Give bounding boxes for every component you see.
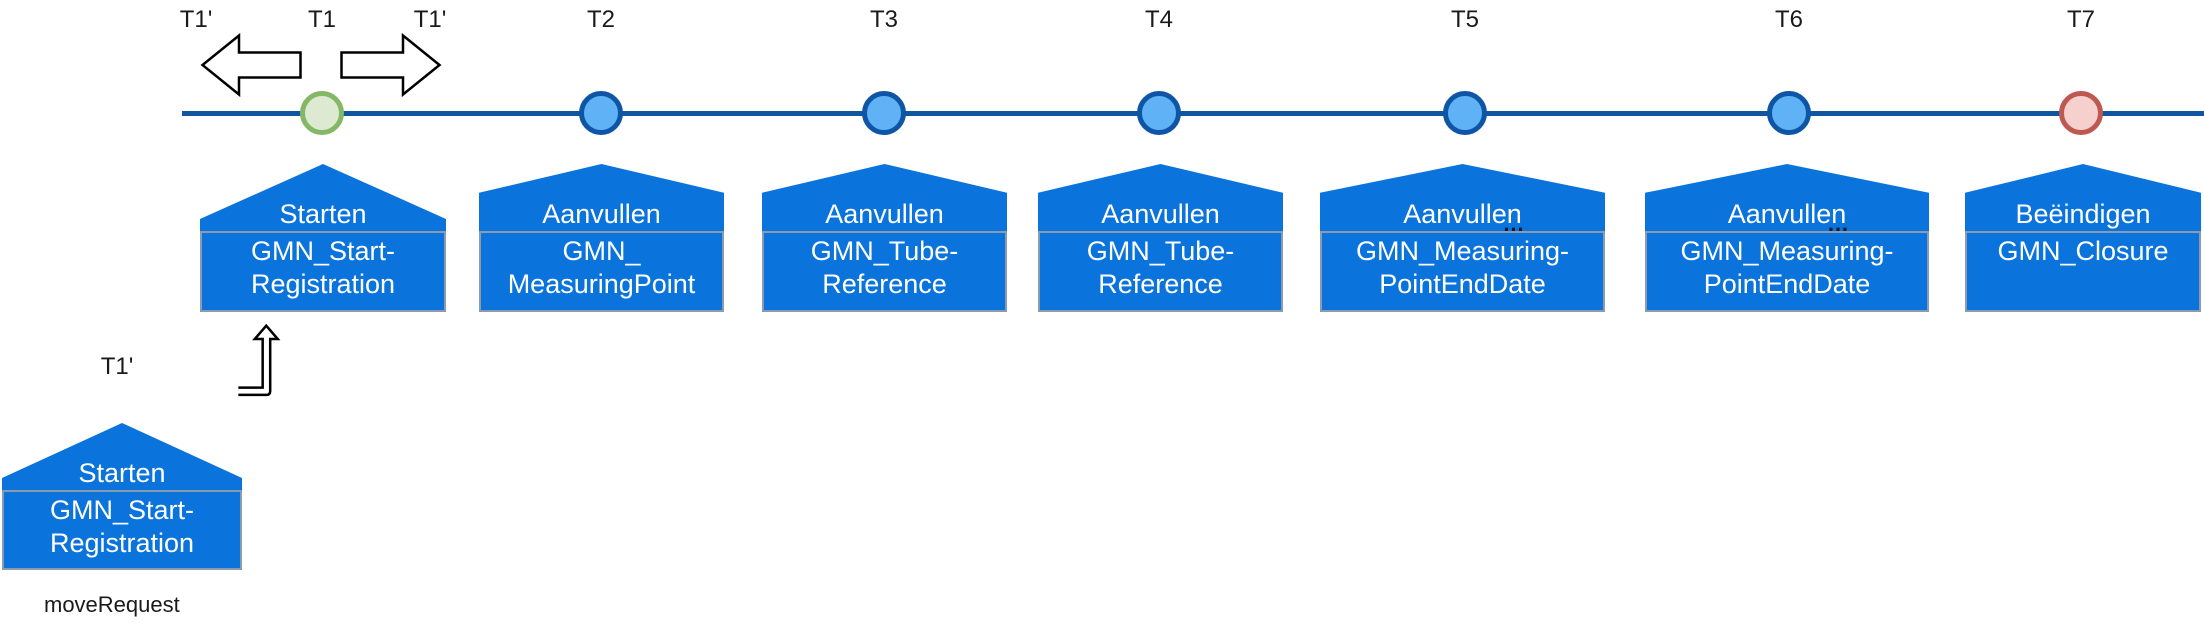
object-box: GMN_Tube- Reference bbox=[1038, 231, 1283, 312]
object-name-line1: GMN_Tube- bbox=[1086, 236, 1235, 266]
object-box: GMN_Measuring- PointEndDate bbox=[1645, 231, 1929, 312]
t1-prime-right-label: T1' bbox=[413, 6, 447, 33]
detached-object-name-line1: GMN_Start- bbox=[49, 495, 195, 525]
object-box: GMN_Tube- Reference bbox=[762, 231, 1007, 312]
action-roof: Aanvullen bbox=[1038, 164, 1283, 231]
transition-circle-t7 bbox=[2059, 91, 2103, 135]
object-name-line2: Reference bbox=[1098, 269, 1223, 299]
time-label-t1: T1 bbox=[307, 6, 336, 33]
action-roof: Aanvullen … bbox=[1320, 164, 1605, 231]
object-box: GMN_Measuring- PointEndDate bbox=[1320, 231, 1605, 312]
detached-action-label: Starten bbox=[78, 458, 166, 488]
move-request-arrow-icon bbox=[238, 302, 362, 522]
t1-prime-left-label: T1' bbox=[179, 6, 213, 33]
detached-phase-box: Starten GMN_Start- Registration bbox=[2, 423, 242, 570]
time-label-t7: T7 bbox=[2066, 6, 2095, 33]
transition-circle-t5 bbox=[1443, 91, 1487, 135]
ellipsis-marker: … bbox=[1827, 211, 1850, 236]
object-name-line1: GMN_ bbox=[562, 236, 641, 266]
transition-circle-t3 bbox=[862, 91, 906, 135]
action-roof: Aanvullen bbox=[479, 164, 724, 231]
phase-box-t2: Aanvullen GMN_ MeasuringPoint bbox=[479, 164, 724, 312]
object-name-line2: PointEndDate bbox=[1703, 269, 1871, 299]
object-name-line2: Reference bbox=[822, 269, 947, 299]
action-roof: Aanvullen … bbox=[1645, 164, 1929, 231]
phase-box-t4: Aanvullen GMN_Tube- Reference bbox=[1038, 164, 1283, 312]
ellipsis-marker: … bbox=[1502, 211, 1526, 236]
object-name-line2: Registration bbox=[250, 269, 396, 299]
move-right-arrow-icon bbox=[340, 33, 442, 97]
object-name-line1: GMN_Tube- bbox=[810, 236, 959, 266]
phase-box-t5: Aanvullen … GMN_Measuring- PointEndDate bbox=[1320, 164, 1605, 312]
time-label-t4: T4 bbox=[1144, 6, 1173, 33]
object-box: GMN_Start- Registration bbox=[200, 231, 446, 312]
object-box: GMN_ MeasuringPoint bbox=[479, 231, 724, 312]
move-request-caption: moveRequest bbox=[44, 592, 180, 617]
transition-circle-t1 bbox=[300, 91, 344, 135]
action-label: Aanvullen bbox=[1727, 199, 1847, 229]
object-name-line1: GMN_Measuring- bbox=[1355, 236, 1570, 266]
action-roof: Aanvullen bbox=[762, 164, 1007, 231]
action-label: Aanvullen bbox=[542, 199, 661, 229]
time-label-t5: T5 bbox=[1450, 6, 1479, 33]
t1-prime-detached-label: T1' bbox=[100, 353, 134, 380]
action-label: Aanvullen bbox=[825, 199, 944, 229]
object-box: GMN_Closure bbox=[1965, 231, 2201, 312]
phase-box-t7: Beëindigen GMN_Closure bbox=[1965, 164, 2201, 312]
action-label: Aanvullen bbox=[1101, 199, 1220, 229]
transition-circle-t6 bbox=[1767, 91, 1811, 135]
transition-circle-t4 bbox=[1137, 91, 1181, 135]
time-label-t6: T6 bbox=[1774, 6, 1803, 33]
action-label: Beëindigen bbox=[2015, 199, 2151, 229]
action-label: Aanvullen bbox=[1403, 199, 1522, 229]
action-roof: Beëindigen bbox=[1965, 164, 2201, 231]
phase-box-t6: Aanvullen … GMN_Measuring- PointEndDate bbox=[1645, 164, 1929, 312]
transition-circle-t2 bbox=[579, 91, 623, 135]
action-roof: Starten bbox=[200, 164, 446, 231]
detached-object-name-line2: Registration bbox=[49, 528, 195, 558]
move-left-arrow-icon bbox=[200, 33, 302, 97]
detached-action-roof: Starten bbox=[2, 423, 242, 490]
detached-object-box: GMN_Start- Registration bbox=[2, 490, 242, 570]
object-name-line2: PointEndDate bbox=[1379, 269, 1546, 299]
phase-box-t1: Starten GMN_Start- Registration bbox=[200, 164, 446, 312]
object-name-line1: GMN_Measuring- bbox=[1680, 236, 1894, 266]
time-label-t2: T2 bbox=[586, 6, 615, 33]
object-name-line1: GMN_Start- bbox=[250, 236, 396, 266]
timeline-axis bbox=[182, 111, 2204, 116]
phase-box-t3: Aanvullen GMN_Tube- Reference bbox=[762, 164, 1007, 312]
action-label: Starten bbox=[279, 199, 367, 229]
object-name-line2: MeasuringPoint bbox=[507, 269, 696, 299]
time-label-t3: T3 bbox=[869, 6, 898, 33]
object-name-line1: GMN_Closure bbox=[1997, 236, 2169, 266]
